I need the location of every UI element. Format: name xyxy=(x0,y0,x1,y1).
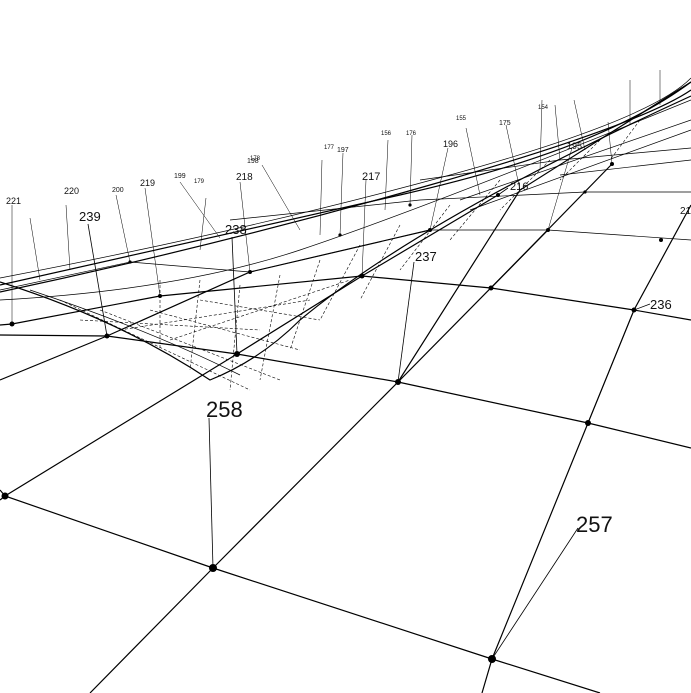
label-219: 219 xyxy=(140,178,155,188)
label-258: 258 xyxy=(206,397,243,422)
label-221: 221 xyxy=(6,196,21,206)
label-199: 199 xyxy=(174,173,186,180)
label-155: 155 xyxy=(456,116,467,122)
foreground-grid xyxy=(0,81,691,693)
label-216: 216 xyxy=(510,181,528,193)
label-257: 257 xyxy=(576,512,613,537)
label-197: 197 xyxy=(337,147,349,154)
node-labels: 257 258 236 237 238 239 216 217 218 219 … xyxy=(6,105,691,537)
label-21: 21 xyxy=(680,206,691,217)
label-195: 195 xyxy=(567,141,582,151)
label-237: 237 xyxy=(415,249,437,264)
label-177: 177 xyxy=(324,145,335,151)
label-176: 176 xyxy=(406,131,417,137)
label-220: 220 xyxy=(64,186,79,196)
label-156: 156 xyxy=(381,131,392,137)
label-239: 239 xyxy=(79,209,101,224)
label-198: 198 xyxy=(247,158,259,165)
label-196: 196 xyxy=(443,139,458,149)
label-178: 178 xyxy=(250,156,261,162)
label-238: 238 xyxy=(225,222,247,237)
label-200: 200 xyxy=(112,187,124,194)
label-175: 175 xyxy=(499,120,511,127)
label-217: 217 xyxy=(362,171,380,183)
label-236: 236 xyxy=(650,297,672,312)
mesh-nodes xyxy=(1,162,663,663)
label-179: 179 xyxy=(194,179,205,185)
label-218: 218 xyxy=(236,172,253,183)
warped-surface xyxy=(0,77,691,391)
label-leaders xyxy=(11,70,661,660)
label-154: 154 xyxy=(538,105,549,111)
